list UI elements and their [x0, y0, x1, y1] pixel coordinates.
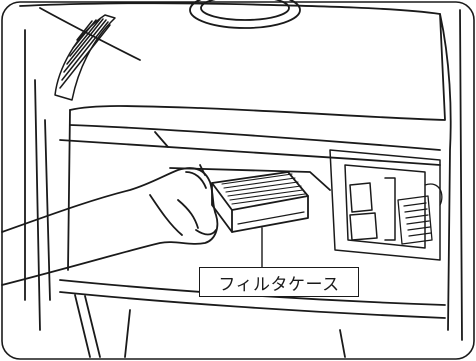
- connector: [398, 184, 442, 244]
- dashboard-top-curve: [40, 8, 140, 60]
- filter-case-callout-label: フィルタケース: [199, 267, 359, 297]
- filter-case: [212, 172, 308, 232]
- glovebox-opening: [68, 110, 70, 270]
- hand-arm: [2, 168, 217, 285]
- side-bracket: [330, 150, 440, 260]
- air-vent: [55, 15, 115, 100]
